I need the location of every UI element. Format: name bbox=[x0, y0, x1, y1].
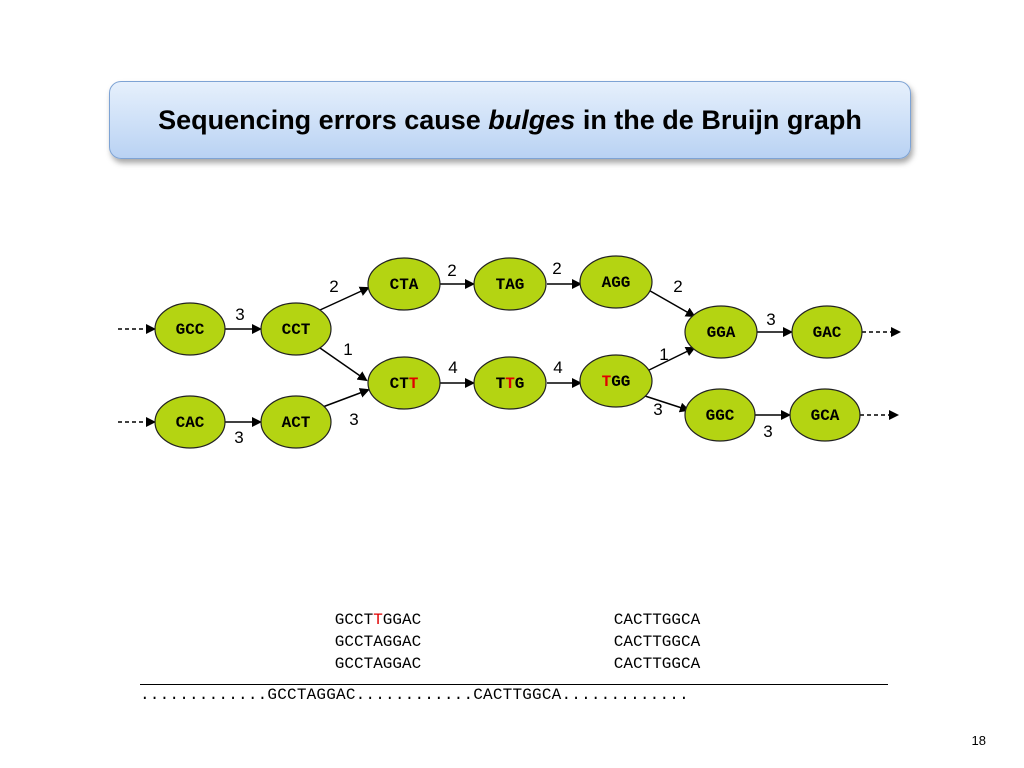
node-cta-label: CTA bbox=[390, 276, 419, 294]
title-text-before: Sequencing errors cause bbox=[158, 104, 489, 135]
node-tag: TAG bbox=[473, 257, 547, 311]
read-right-3: CACTTGGCA bbox=[613, 655, 701, 673]
read-left-1-pre: GCCT bbox=[334, 611, 374, 629]
read-left-3: GCCTAGGAC bbox=[334, 655, 422, 673]
node-tgg-error-base: T bbox=[602, 373, 612, 391]
edge-label-ggc-gca: 3 bbox=[763, 422, 772, 441]
node-agg-label: AGG bbox=[602, 274, 631, 292]
read-right-2: CACTTGGCA bbox=[613, 633, 701, 651]
node-act: ACT bbox=[260, 395, 332, 449]
node-ggc: GGC bbox=[684, 388, 756, 442]
page-number: 18 bbox=[971, 733, 986, 748]
edge-label-cct-cta: 2 bbox=[329, 277, 338, 296]
edge-cct-cta bbox=[319, 286, 370, 311]
edge-label-tag-agg: 2 bbox=[552, 259, 561, 278]
node-tgg-post: GG bbox=[611, 373, 630, 391]
edge-label-tgg-gga: 1 bbox=[659, 345, 668, 364]
node-ggc-label: GGC bbox=[706, 407, 735, 425]
edge-tgg-ggc bbox=[644, 395, 690, 413]
title-emphasis: bulges bbox=[488, 104, 576, 135]
node-ctt-pre: CT bbox=[390, 375, 410, 393]
reads-right: CACTTGGCA CACTTGGCA CACTTGGCA bbox=[591, 609, 723, 675]
edge-label-cac-act: 3 bbox=[234, 428, 243, 447]
read-left-1: GCCTTGGAC bbox=[312, 609, 444, 631]
node-cct: CCT bbox=[260, 302, 332, 356]
read-right-1: CACTTGGCA bbox=[613, 611, 701, 629]
read-left-1-error-base: T bbox=[373, 611, 383, 629]
node-ttg-pre: T bbox=[496, 375, 506, 393]
edge-label-gga-gac: 3 bbox=[766, 310, 775, 329]
node-ttg: TTG bbox=[473, 356, 547, 410]
consensus-genome: .............GCCTAGGAC............CACTTG… bbox=[140, 686, 689, 704]
edge-label-cta-tag: 2 bbox=[447, 261, 456, 280]
node-tgg: TGG bbox=[579, 354, 653, 408]
node-gga: GGA bbox=[684, 305, 758, 359]
edge-label-gcc-cct: 3 bbox=[235, 305, 244, 324]
node-ttg-label: TTG bbox=[496, 375, 525, 393]
edge-label-ttg-tgg: 4 bbox=[553, 358, 562, 377]
node-ctt-error-base: T bbox=[409, 375, 419, 393]
edge-tgg-gga bbox=[644, 347, 696, 373]
read-left-1-post: GGAC bbox=[382, 611, 422, 629]
node-cct-label: CCT bbox=[282, 321, 311, 339]
node-gga-label: GGA bbox=[707, 324, 736, 342]
edge-label-agg-gga: 2 bbox=[673, 277, 682, 296]
node-gac-label: GAC bbox=[813, 324, 842, 342]
edge-act-ctt bbox=[319, 388, 370, 409]
node-tag-label: TAG bbox=[496, 276, 525, 294]
node-ctt: CTT bbox=[367, 356, 441, 410]
node-gca-label: GCA bbox=[811, 407, 840, 425]
node-cta: CTA bbox=[367, 257, 441, 311]
node-act-label: ACT bbox=[282, 414, 311, 432]
node-cac-label: CAC bbox=[176, 414, 205, 432]
title-box: Sequencing errors cause bulges in the de… bbox=[109, 81, 911, 159]
edge-label-cct-ctt: 1 bbox=[343, 340, 352, 359]
edge-label-tgg-ggc: 3 bbox=[653, 400, 662, 419]
edge-cct-ctt bbox=[319, 347, 368, 382]
reads-left: GCCTTGGAC GCCTAGGAC GCCTAGGAC bbox=[312, 609, 444, 675]
node-gca: GCA bbox=[789, 388, 861, 442]
node-ttg-error-base: T bbox=[505, 375, 515, 393]
edge-label-ctt-ttg: 4 bbox=[448, 358, 457, 377]
node-agg: AGG bbox=[579, 255, 653, 309]
node-gcc-label: GCC bbox=[176, 321, 205, 339]
edge-label-act-ctt: 3 bbox=[349, 410, 358, 429]
title-text-after: in the de Bruijn graph bbox=[575, 104, 862, 135]
node-gcc: GCC bbox=[154, 302, 226, 356]
read-left-2: GCCTAGGAC bbox=[334, 633, 422, 651]
node-ctt-label: CTT bbox=[390, 375, 419, 393]
node-ttg-post: G bbox=[515, 375, 525, 393]
slide-title: Sequencing errors cause bulges in the de… bbox=[158, 105, 862, 136]
node-cac: CAC bbox=[154, 395, 226, 449]
node-tgg-label: TGG bbox=[602, 373, 631, 391]
alignment-rule bbox=[140, 684, 888, 685]
edge-agg-gga bbox=[644, 287, 696, 317]
node-gac: GAC bbox=[791, 305, 863, 359]
